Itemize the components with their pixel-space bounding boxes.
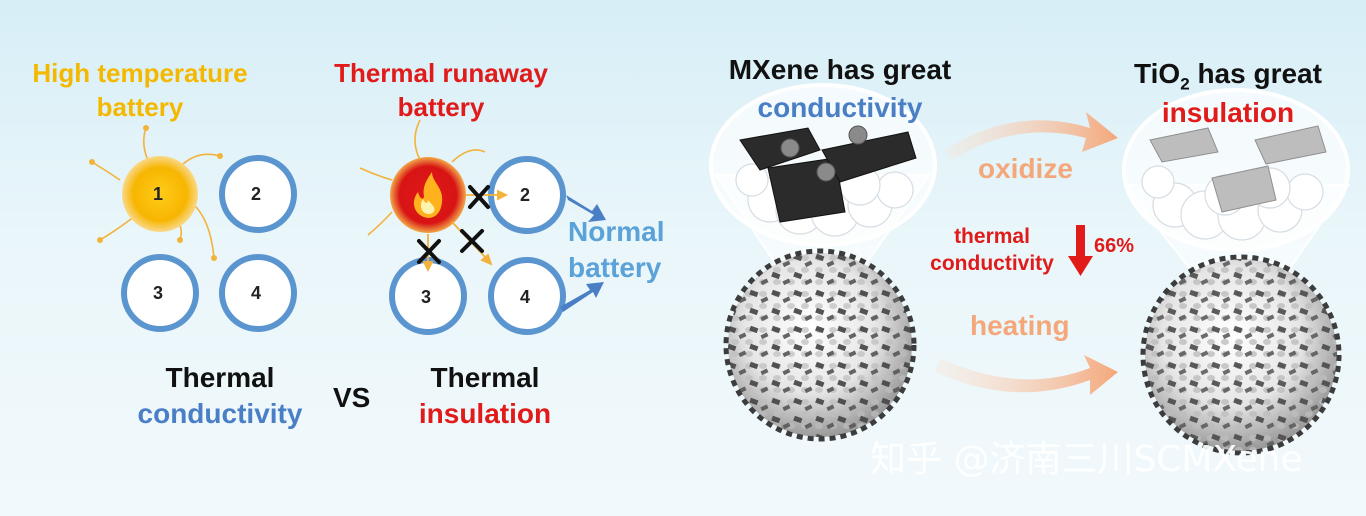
cross-icon [417,185,490,264]
normal-battery-label: Normal [568,216,665,247]
battery-3-number: 3 [153,283,164,303]
battery-4-number: 4 [251,283,262,303]
tio2-sphere [1140,254,1342,456]
conductivity-label-a: conductivity [137,398,303,429]
mxene-sphere [723,248,917,442]
normal-battery-label-2: battery [568,252,662,283]
battery-b-2-number: 2 [520,185,531,205]
hot-battery-title-2: battery [96,92,184,122]
tio2-insulation: insulation [1161,96,1295,128]
runaway-battery-title: Thermal runaway [334,58,548,88]
battery-3 [121,254,199,332]
runaway-battery-title-2: battery [397,92,485,122]
vs-label: VS [333,382,371,413]
oxidize-label: oxidize [978,153,1073,184]
tio2-title: TiO2 has great [1134,58,1322,94]
heating-label: heating [970,310,1070,341]
battery-2 [219,155,297,233]
battery-b-4-number: 4 [520,287,531,307]
watermark: 知乎 @济南三川SCMXene [870,439,1303,480]
tio2-bubble [1122,88,1350,252]
thermal-label-a: Thermal [165,362,275,393]
heating-arrow [935,355,1118,395]
battery-4 [219,254,297,332]
battery-b-3-number: 3 [421,287,432,307]
thermal-word: thermal [954,225,1030,248]
arrow-down-icon [1068,225,1093,276]
mxene-title: MXene has great [728,54,952,85]
runaway-battery-rays [359,119,486,236]
insulation-label-b: insulation [418,398,552,429]
battery-1-number: 1 [153,184,164,204]
hot-battery-ray-tips [89,125,223,261]
fire-icon [413,172,443,218]
battery-1-hot [122,156,198,232]
battery-2-number: 2 [251,184,262,204]
arrow-right-icon [560,195,606,312]
conductivity-word: conductivity [930,252,1054,275]
thermal-label-b: Thermal [430,362,540,393]
mxene-conductivity: conductivity [757,92,923,123]
reduction-percent: 66% [1094,235,1135,257]
mxene-bubble [709,83,937,247]
hot-battery-title: High temperature [32,58,248,88]
battery-b-4 [488,257,566,335]
oxidize-arrow [945,112,1118,160]
